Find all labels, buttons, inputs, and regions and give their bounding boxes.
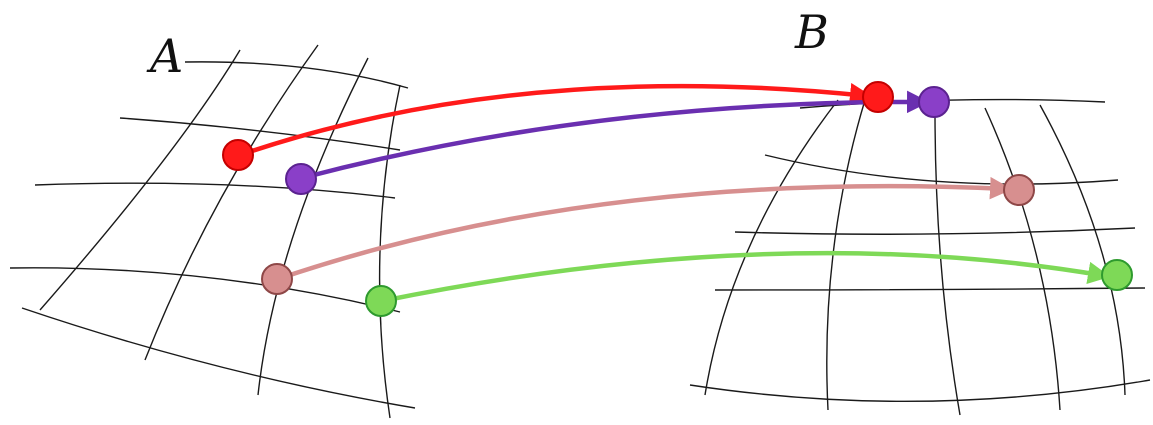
red-mapping-arrow [237, 82, 873, 158]
grid-b-arc-3 [734, 227, 1136, 235]
purple-point-a [285, 163, 317, 195]
grid-b-arc-2 [764, 154, 1119, 185]
grid-a-ray-4 [378, 84, 401, 419]
pink-mapping-arrow [275, 176, 1013, 282]
grid-a [9, 44, 416, 419]
grid-a-arc-5 [21, 307, 416, 409]
pink-point-b [1003, 174, 1035, 206]
red-point-b [862, 81, 894, 113]
purple-point-b [918, 86, 950, 118]
grid-b-arc-4 [714, 287, 1146, 291]
pink-point-a [261, 263, 293, 295]
grid-a-ray-2 [144, 44, 319, 361]
grid-b-label: B [794, 5, 829, 59]
green-mapping-arrow [379, 250, 1111, 304]
grid-b-arc-5 [689, 379, 1151, 403]
green-point-b [1101, 259, 1133, 291]
grid-a-label: A [146, 29, 183, 83]
red-point-a [222, 139, 254, 171]
grid-a-ray-1 [39, 49, 241, 311]
grid-b [689, 98, 1151, 416]
grid-a-arc-4 [9, 267, 401, 313]
grid-b-ray-5 [1039, 104, 1126, 396]
grid-b-ray-4 [984, 107, 1061, 411]
grid-a-arc-3 [34, 182, 396, 199]
grid-b-ray-1 [704, 99, 839, 396]
green-point-a [365, 285, 397, 317]
grid-a-arc-1 [184, 61, 409, 89]
purple-mapping-arrow [299, 90, 930, 181]
grid-b-ray-3 [934, 111, 961, 416]
grid-a-ray-3 [257, 57, 369, 396]
